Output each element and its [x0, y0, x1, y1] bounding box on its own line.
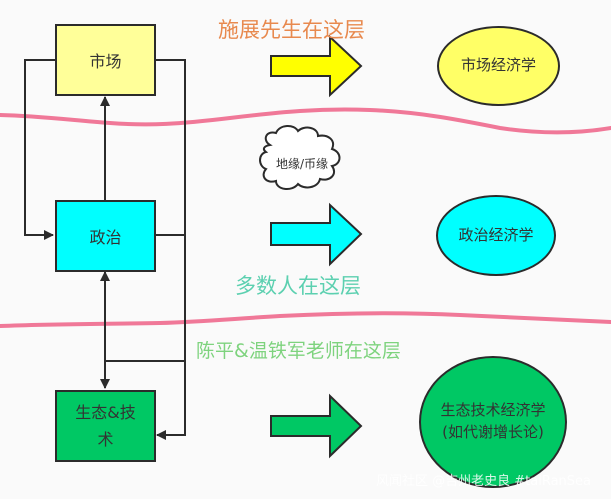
market-box-label: 市场	[89, 52, 122, 71]
cloud-shape	[259, 125, 341, 190]
connector-market-to-ecotech-right	[155, 59, 186, 440]
cloud-label: 地缘/币缘	[276, 157, 329, 171]
layer-label-middle: 多数人在这层	[235, 274, 361, 298]
politics-box-label: 政治	[89, 228, 122, 247]
political-economics-ellipse: 政治经济学	[436, 195, 556, 276]
ecotech-box: 生态&技 术	[55, 390, 156, 462]
arrow-politics	[270, 202, 363, 267]
politics-box: 政治	[55, 200, 156, 272]
arrow-market	[270, 34, 363, 98]
market-box: 市场	[55, 24, 156, 96]
ecotech-box-label-line2: 术	[97, 430, 114, 449]
ecotech-box-label-line1: 生态&技	[75, 402, 136, 422]
layer-label-top: 施展先生在这层	[218, 18, 365, 42]
watermark: 风闻社区 @吉州老史良 #taiRanSea	[376, 474, 592, 489]
arrow-ecotech	[270, 393, 363, 459]
market-economics-ellipse: 市场经济学	[437, 26, 560, 106]
ecotech-economics-label-line2: (如代谢增长论)	[442, 423, 544, 441]
layer-separator-top	[0, 107, 611, 135]
connector-market-to-politics-left	[24, 59, 55, 240]
layer-label-bottom: 陈平&温铁军老师在这层	[196, 340, 401, 362]
market-economics-label: 市场经济学	[460, 56, 536, 75]
ecotech-economics-ellipse: 生态技术经济学 (如代谢增长论)	[419, 356, 567, 488]
layer-separator-bottom	[0, 311, 611, 328]
political-economics-label: 政治经济学	[458, 225, 534, 244]
ecotech-economics-label-line1: 生态技术经济学	[440, 401, 546, 420]
